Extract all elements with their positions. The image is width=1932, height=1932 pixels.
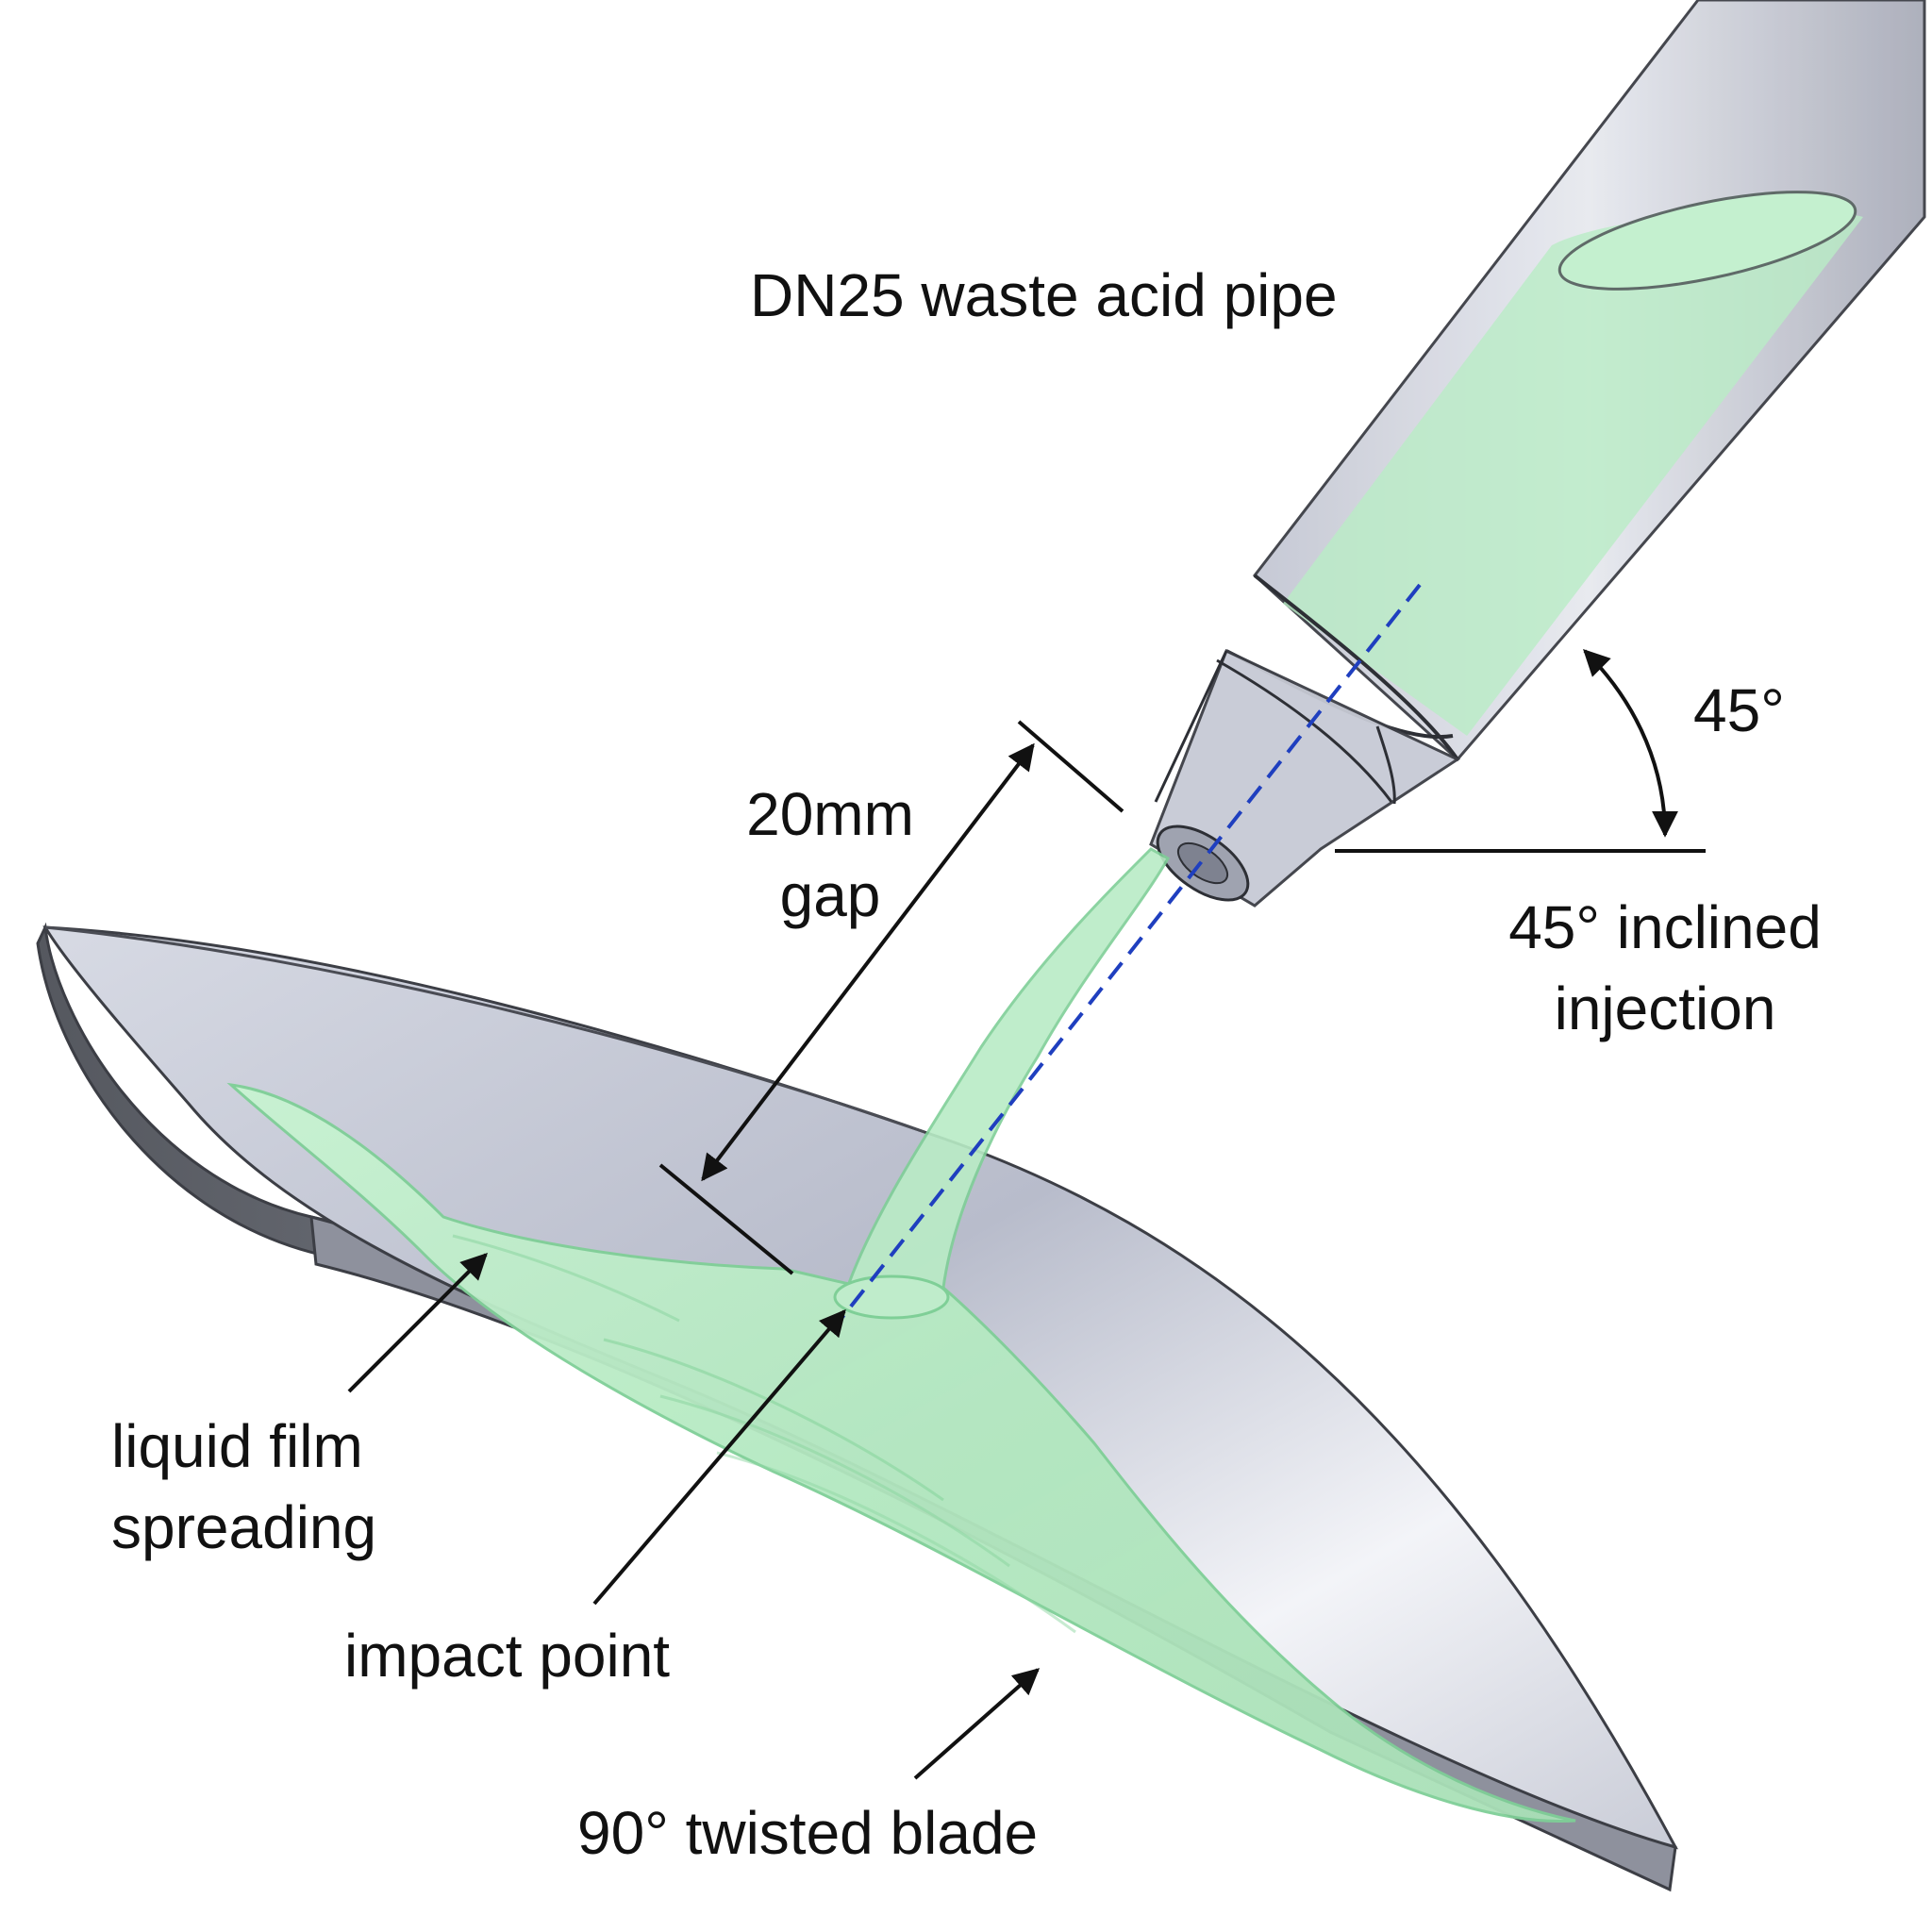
blade-label: 90° twisted blade: [577, 1792, 1038, 1874]
injection-label-line1: 45° inclined: [1508, 893, 1822, 961]
film-arrow: [347, 1253, 488, 1393]
angle-label: 45°: [1693, 670, 1785, 751]
pipe-liquid-surface: [1557, 191, 1857, 291]
injection-label-line2: injection: [1554, 974, 1776, 1042]
liquid-film-shape: [226, 1082, 1576, 1824]
blade-label-text: 90° twisted blade: [577, 1799, 1039, 1867]
blade-arrow: [913, 1668, 1041, 1780]
pipe-label: DN25 waste acid pipe: [750, 255, 1338, 336]
film-label-line1: liquid film: [111, 1412, 363, 1480]
film-label: liquid film spreading: [111, 1406, 376, 1568]
pipe-liquid: [1283, 208, 1863, 736]
injection-label: 45° inclined injection: [1457, 887, 1873, 1049]
jet-centerline: [838, 583, 1422, 1323]
gap-dimension-arrow: [701, 742, 1035, 1182]
gap-tick-top: [1017, 720, 1124, 813]
waste-acid-pipe: [1149, 0, 1926, 908]
angle-label-text: 45°: [1693, 676, 1785, 744]
annotations: [347, 649, 1706, 1780]
liquid-film: [226, 1082, 1576, 1824]
impact-label: impact point: [344, 1615, 670, 1696]
impact-label-text: impact point: [344, 1622, 671, 1690]
gap-label: 20mm gap: [717, 774, 943, 936]
gap-tick-bottom: [658, 1163, 794, 1275]
gap-label-line1: 20mm: [746, 780, 914, 848]
impact-arrow: [592, 1308, 846, 1606]
liquid-jet: [833, 583, 1422, 1323]
gap-label-line2: gap: [779, 861, 881, 929]
film-label-line2: spreading: [111, 1493, 377, 1561]
angle-arc-arrow: [1583, 649, 1678, 838]
pipe-label-text: DN25 waste acid pipe: [750, 261, 1338, 329]
pipe-nozzle: [1149, 648, 1461, 908]
